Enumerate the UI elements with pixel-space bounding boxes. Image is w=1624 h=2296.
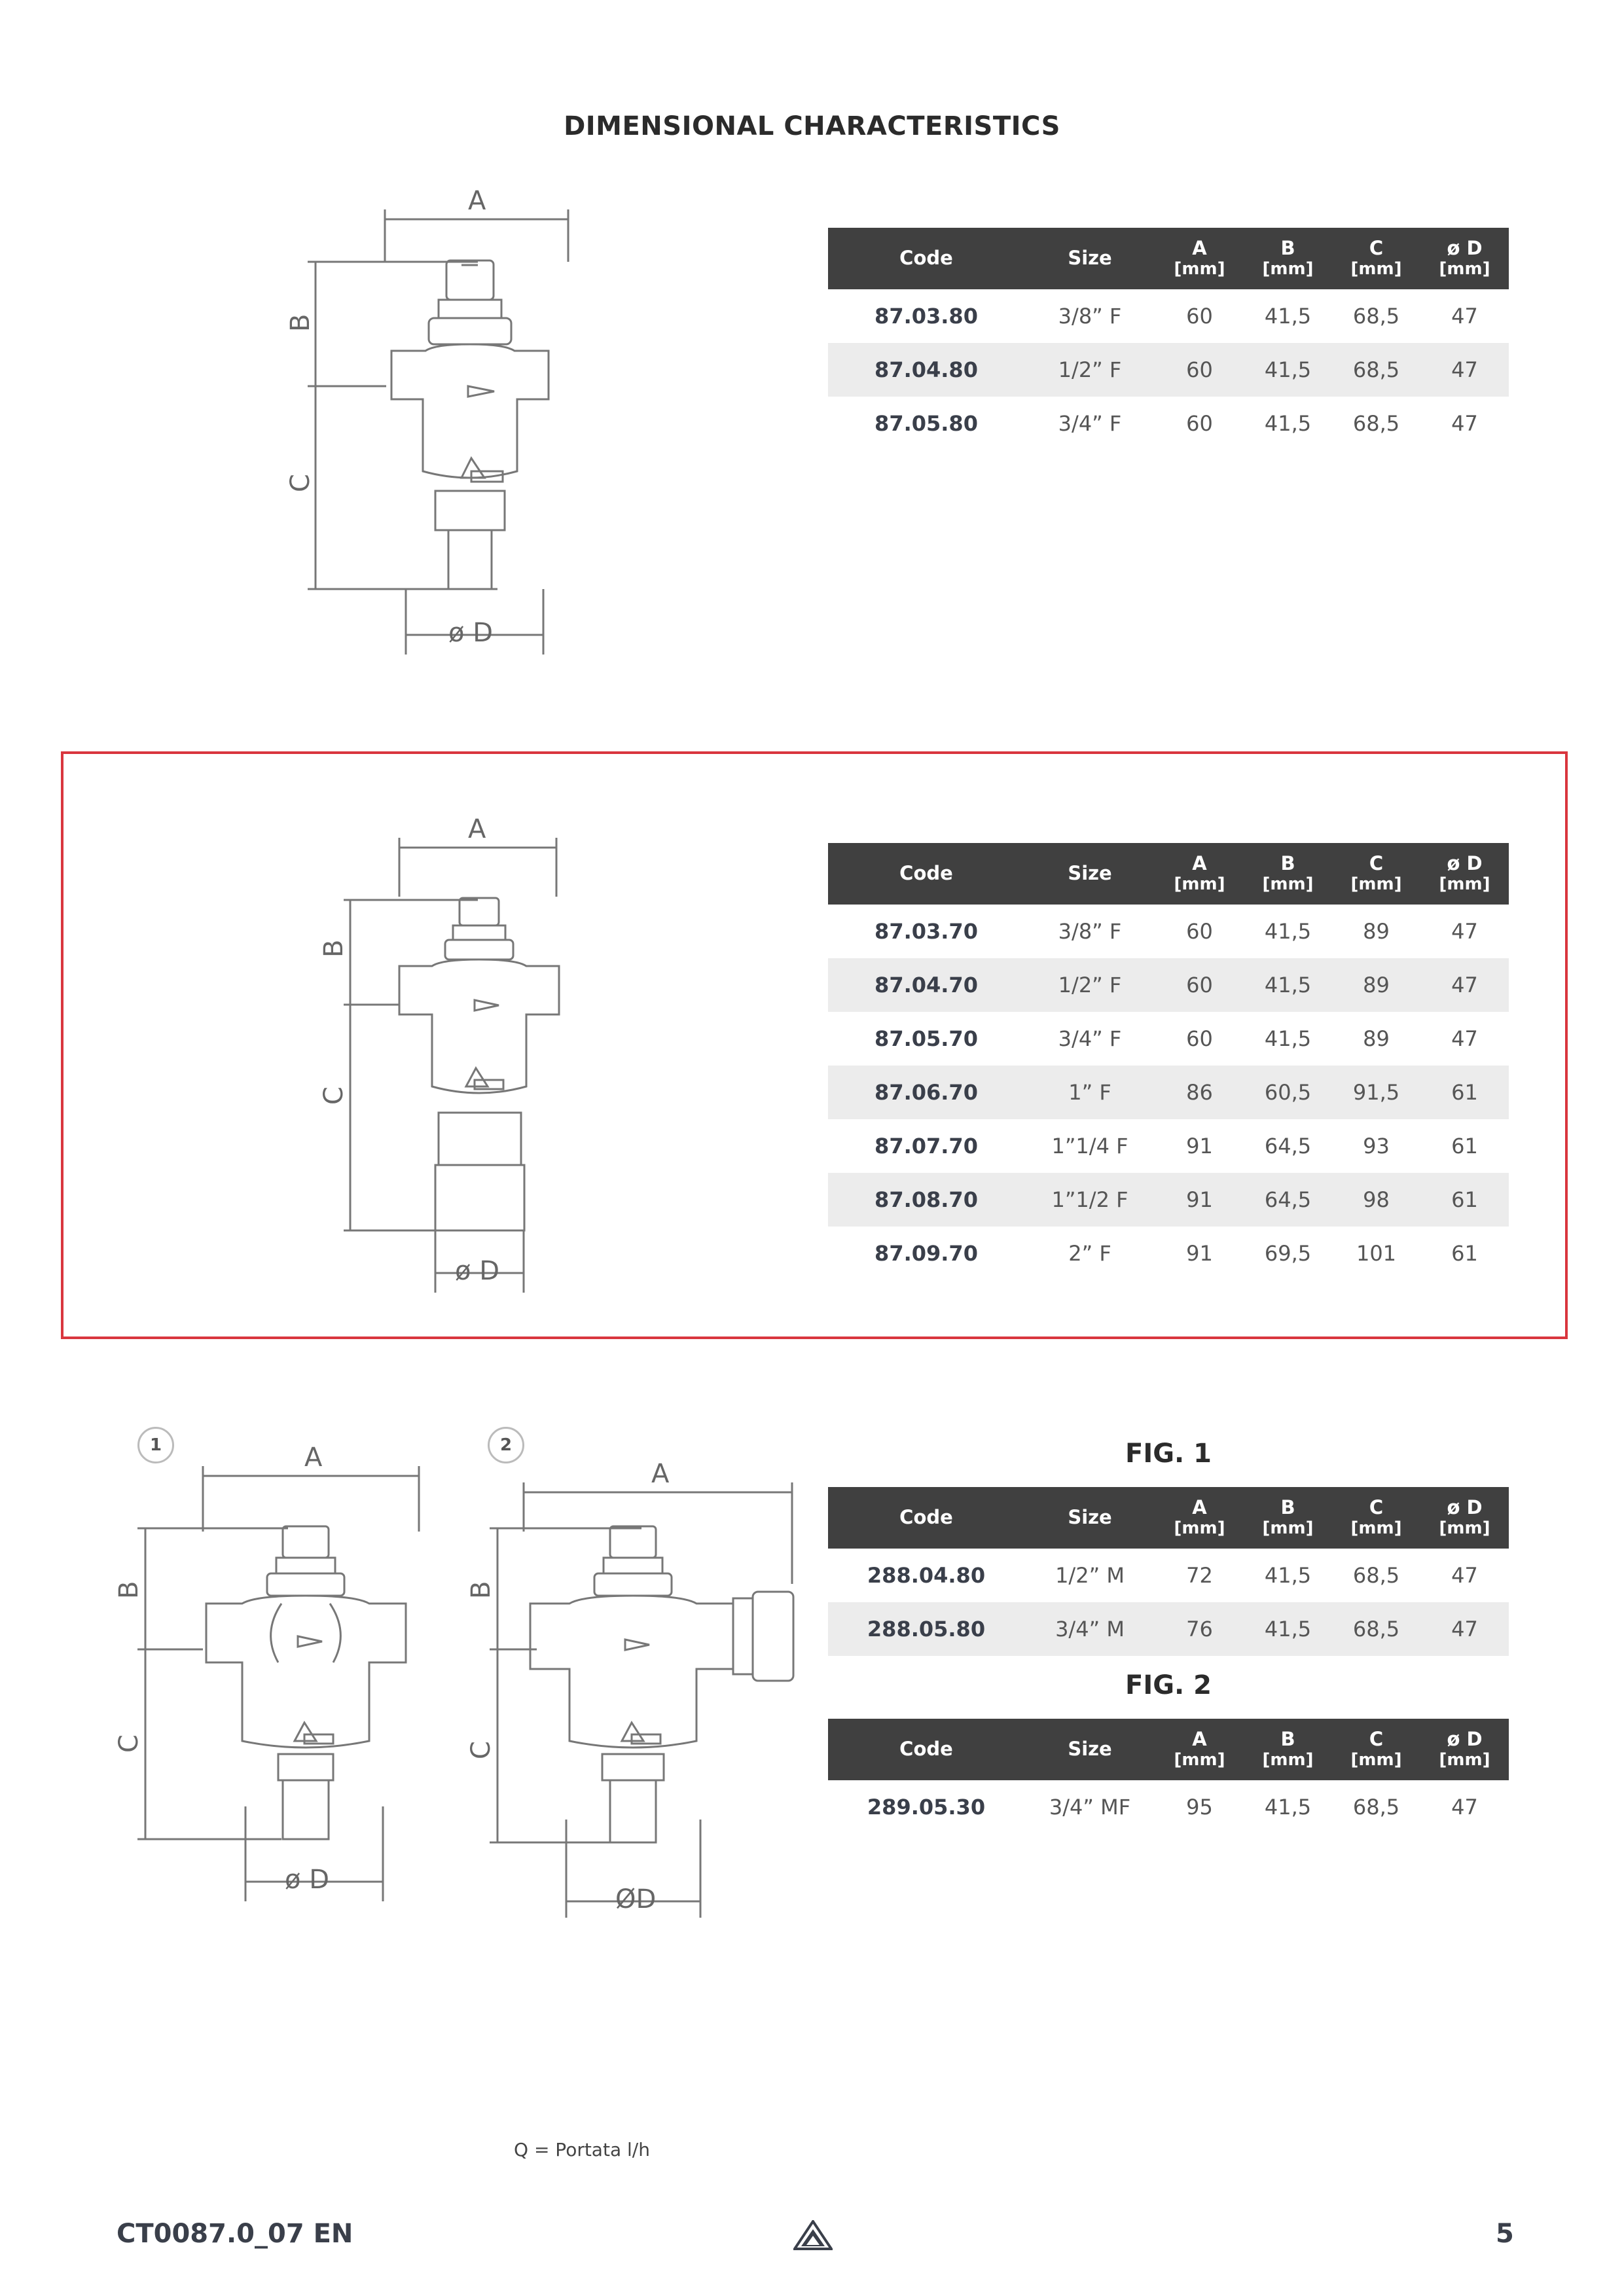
figure-number-1: 1 xyxy=(137,1427,174,1463)
dim-label-b: B xyxy=(114,1581,144,1599)
dim-label-c: C xyxy=(466,1741,496,1759)
table-header-row: Code Size A[mm] B[mm] C[mm] ø D[mm] xyxy=(828,1719,1509,1780)
dim-label-d-compact: ØD xyxy=(615,1884,656,1914)
fig2-label: FIG. 2 xyxy=(1125,1670,1212,1700)
page-number: 5 xyxy=(1496,2219,1514,2249)
header-a: A[mm] xyxy=(1155,1719,1244,1780)
valve-drawing-1: A B C ø D xyxy=(275,183,615,668)
dim-label-d: ø D xyxy=(285,1865,329,1895)
highlight-box xyxy=(61,751,1568,1339)
header-a: A[mm] xyxy=(1155,228,1244,289)
header-size: Size xyxy=(1024,1487,1155,1549)
document-code: CT0087.0_07 EN xyxy=(117,2219,353,2249)
valve-drawing-2: A B C ø D xyxy=(314,812,589,1296)
header-size: Size xyxy=(1024,1719,1155,1780)
table-series-87-80: Code Size A[mm] B[mm] C[mm] ø D[mm] 87.0… xyxy=(828,228,1509,450)
dim-label-a: A xyxy=(468,814,486,844)
page-title: DIMENSIONAL CHARACTERISTICS xyxy=(564,111,1060,141)
dim-label-c: C xyxy=(114,1734,144,1753)
brand-logo-icon xyxy=(792,2219,834,2254)
footnote: Q = Portata l/h xyxy=(514,2139,650,2161)
fig1-label: FIG. 1 xyxy=(1125,1439,1212,1469)
header-code: Code xyxy=(828,1719,1024,1780)
header-b: B[mm] xyxy=(1244,1719,1332,1780)
table-fig2: Code Size A[mm] B[mm] C[mm] ø D[mm] 289.… xyxy=(828,1719,1509,1834)
header-b: B[mm] xyxy=(1244,843,1332,905)
header-d: ø D[mm] xyxy=(1420,1719,1509,1780)
dim-label-a: A xyxy=(651,1459,670,1489)
header-c: C[mm] xyxy=(1332,228,1420,289)
header-b: B[mm] xyxy=(1244,228,1332,289)
header-a: A[mm] xyxy=(1155,1487,1244,1549)
dim-label-a: A xyxy=(468,186,486,216)
figure-number-2: 2 xyxy=(488,1427,524,1463)
table-series-87-70: Code Size A[mm] B[mm] C[mm] ø D[mm] 87.0… xyxy=(828,843,1509,1280)
dim-label-b: B xyxy=(319,940,349,958)
header-b: B[mm] xyxy=(1244,1487,1332,1549)
header-d: ø D[mm] xyxy=(1420,228,1509,289)
dim-label-d: ø D xyxy=(448,618,493,648)
header-a: A[mm] xyxy=(1155,843,1244,905)
header-code: Code xyxy=(828,843,1024,905)
header-code: Code xyxy=(828,228,1024,289)
table-fig1: Code Size A[mm] B[mm] C[mm] ø D[mm] 288.… xyxy=(828,1487,1509,1656)
header-size: Size xyxy=(1024,843,1155,905)
dim-label-b: B xyxy=(285,314,316,332)
dim-label-c: C xyxy=(285,474,316,492)
header-c: C[mm] xyxy=(1332,843,1420,905)
dim-label-b: B xyxy=(466,1581,496,1599)
table-header-row: Code Size A[mm] B[mm] C[mm] ø D[mm] xyxy=(828,228,1509,289)
valve-drawing-fig2: A B C ØD xyxy=(458,1453,812,1924)
valve-drawing-fig1: A B C ø D xyxy=(111,1440,445,1911)
header-d: ø D[mm] xyxy=(1420,1487,1509,1549)
dim-label-d: ø D xyxy=(455,1256,499,1286)
dim-label-c: C xyxy=(319,1086,349,1105)
header-c: C[mm] xyxy=(1332,1487,1420,1549)
header-c: C[mm] xyxy=(1332,1719,1420,1780)
header-code: Code xyxy=(828,1487,1024,1549)
table-header-row: Code Size A[mm] B[mm] C[mm] ø D[mm] xyxy=(828,1487,1509,1549)
table-header-row: Code Size A[mm] B[mm] C[mm] ø D[mm] xyxy=(828,843,1509,905)
header-d: ø D[mm] xyxy=(1420,843,1509,905)
dim-label-a: A xyxy=(304,1443,323,1473)
header-size: Size xyxy=(1024,228,1155,289)
